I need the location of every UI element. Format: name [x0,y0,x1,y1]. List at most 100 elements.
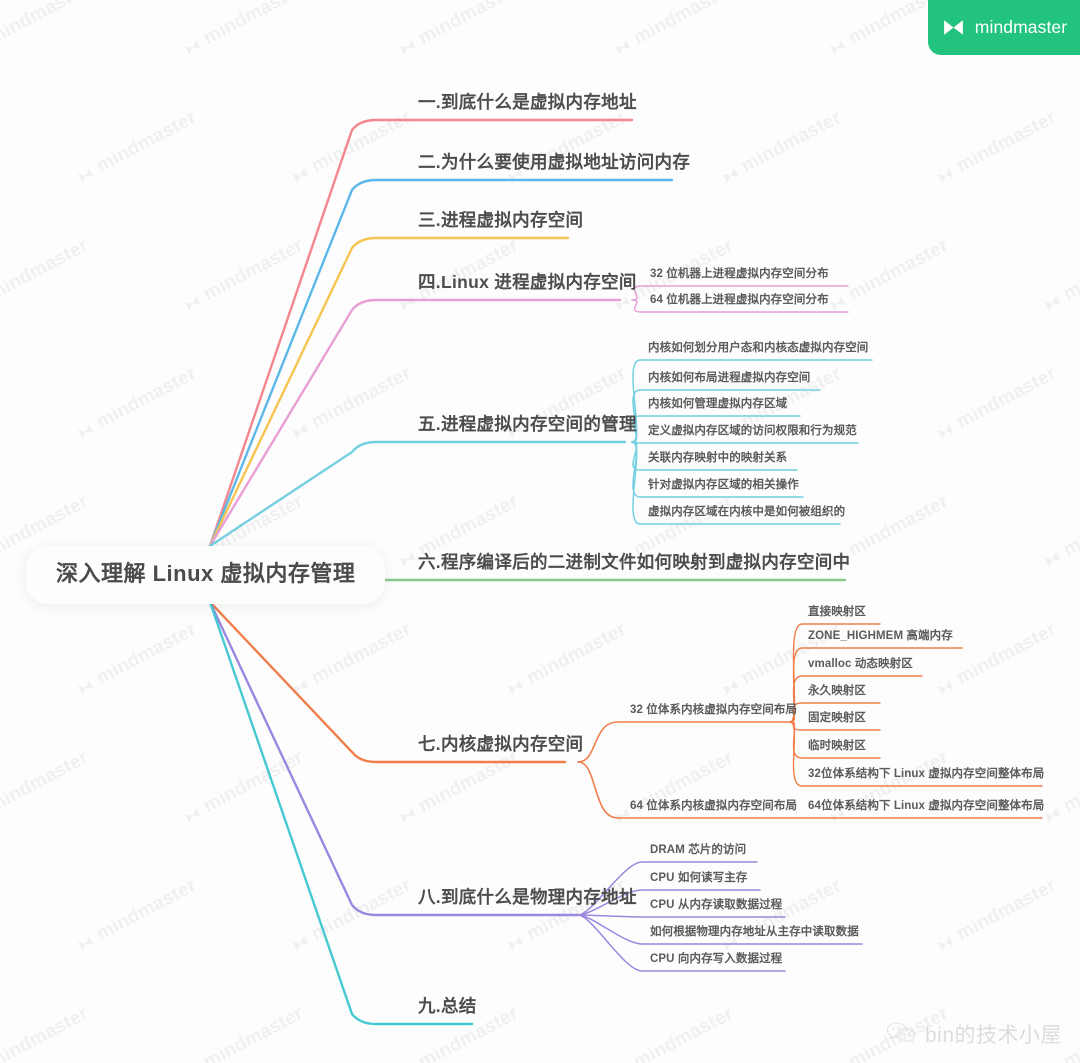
branch-node-4-label: 四.Linux 进程虚拟内存空间 [418,272,637,292]
background-watermark-tile: mindmaster [503,107,630,189]
branch-node-7-label: 七.内核虚拟内存空间 [418,734,584,754]
background-watermark-tile: mindmaster [933,107,1060,189]
background-watermark-tile: mindmaster [395,747,522,829]
background-watermark-tile: mindmaster [180,747,307,829]
background-watermark-tile: mindmaster [288,619,415,701]
leafnode-7-1-3[interactable]: vmalloc 动态映射区 [808,658,913,671]
background-watermark-tile: mindmaster [73,363,200,445]
subnode-5-3-label: 内核如何管理虚拟内存区域 [648,398,788,410]
branch-node-3-label: 三.进程虚拟内存空间 [418,210,584,230]
background-watermark-tile: mindmaster [0,1002,92,1063]
mindmaster-badge-label: mindmaster [974,17,1068,37]
subnode-5-5-label: 关联内存映射中的映射关系 [648,452,788,464]
leafnode-7-1-1[interactable]: 直接映射区 [808,606,866,619]
subnode-5-2-label: 内核如何布局进程虚拟内存空间 [648,372,811,384]
leafnode-7-1-1-label: 直接映射区 [808,606,866,618]
background-watermark-tile: mindmaster [610,0,737,61]
background-watermark-tile: mindmaster [288,107,415,189]
leafnode-7-1-6[interactable]: 临时映射区 [808,740,866,753]
subnode-5-6[interactable]: 针对虚拟内存区域的相关操作 [648,479,799,492]
subnode-5-1[interactable]: 内核如何划分用户态和内核态虚拟内存空间 [648,342,869,355]
branch-node-7[interactable]: 七.内核虚拟内存空间 [418,734,584,754]
connector-path [631,441,859,444]
leafnode-7-1-7[interactable]: 32位体系结构下 Linux 虚拟内存空间整体布局 [808,768,1045,781]
leafnode-7-1-4-label: 永久映射区 [808,685,866,697]
branch-node-5-label: 五.进程虚拟内存空间的管理 [418,414,637,434]
background-watermark-tile: mindmaster [0,746,92,818]
background-watermark-tile: mindmaster [503,619,630,701]
branch-node-3[interactable]: 三.进程虚拟内存空间 [418,210,584,230]
subnode-4-1-label: 32 位机器上进程虚拟内存空间分布 [650,268,829,280]
subnode-8-1-label: DRAM 芯片的访问 [650,844,747,856]
connector-path [577,914,786,918]
subnode-8-3[interactable]: CPU 从内存读取数据过程 [650,899,782,912]
leafnode-7-1-4[interactable]: 永久映射区 [808,685,866,698]
background-watermark-tile: mindmaster [630,1002,737,1063]
subnode-8-2[interactable]: CPU 如何读写主存 [650,872,748,885]
subnode-5-3[interactable]: 内核如何管理虚拟内存区域 [648,398,788,411]
root-node[interactable]: 深入理解 Linux 虚拟内存管理 [26,546,386,604]
leafnode-7-1-5[interactable]: 固定映射区 [808,712,866,725]
branch-node-2[interactable]: 二.为什么要使用虚拟地址访问内存 [418,153,690,172]
subnode-5-5[interactable]: 关联内存映射中的映射关系 [648,452,788,465]
branch-node-5[interactable]: 五.进程虚拟内存空间的管理 [418,414,637,434]
background-watermark-tile: mindmaster [718,875,845,957]
background-watermark-tile: mindmaster [0,0,92,50]
mindmaster-badge: mindmaster [928,0,1080,55]
background-watermark-tile: mindmaster [73,107,200,189]
background-watermark-tile: mindmaster [395,0,522,61]
connector-path [208,178,674,548]
background-watermark-tile: mindmaster [825,235,952,317]
background-watermark-tile: mindmaster [0,234,92,306]
background-watermark-tile: mindmaster [73,619,200,701]
leafnode-7-1-3-label: vmalloc 动态映射区 [808,658,913,670]
subnode-8-1[interactable]: DRAM 芯片的访问 [650,844,747,857]
subnode-5-7-label: 虚拟内存区域在内核中是如何被组织的 [648,506,846,518]
root-node-label: 深入理解 Linux 虚拟内存管理 [56,561,356,586]
author-watermark: bin的技术小屋 [886,1019,1062,1049]
branch-node-6[interactable]: 六.程序编译后的二进制文件如何映射到虚拟内存空间中 [418,553,850,572]
subnode-5-6-label: 针对虚拟内存区域的相关操作 [648,479,799,491]
connector-path [577,721,791,763]
subnode-8-5[interactable]: CPU 向内存写入数据过程 [650,953,782,966]
author-watermark-label: bin的技术小屋 [924,1024,1062,1047]
connector-path [208,600,474,1026]
background-watermark-tile: mindmaster [288,875,415,957]
connector-path [208,118,634,548]
subnode-7-1[interactable]: 32 位体系内核虚拟内存空间布局 [630,704,797,717]
background-watermark-tile: mindmaster [1040,747,1080,829]
leafnode-7-2-1-label: 64位体系结构下 Linux 虚拟内存空间整体布局 [808,800,1045,812]
background-watermark-tile: mindmaster [180,0,307,61]
subnode-7-2-label: 64 位体系内核虚拟内存空间布局 [630,800,798,812]
branch-node-1[interactable]: 一.到底什么是虚拟内存地址 [418,93,637,112]
leafnode-7-1-5-label: 固定映射区 [808,712,866,724]
subnode-5-1-label: 内核如何划分用户态和内核态虚拟内存空间 [648,342,869,354]
subnode-8-4[interactable]: 如何根据物理内存地址从主存中读取数据 [650,926,859,939]
branch-node-8[interactable]: 八.到底什么是物理内存地址 [418,887,637,907]
branch-node-9[interactable]: 九.总结 [418,997,477,1016]
subnode-8-2-label: CPU 如何读写主存 [650,872,748,884]
branch-node-4[interactable]: 四.Linux 进程虚拟内存空间 [418,272,637,292]
branch-node-8-label: 八.到底什么是物理内存地址 [418,887,637,907]
background-watermark-tile: mindmaster [1040,491,1080,573]
background-watermark-tile: mindmaster [825,747,952,829]
subnode-5-2[interactable]: 内核如何布局进程虚拟内存空间 [648,372,811,385]
subnode-5-7[interactable]: 虚拟内存区域在内核中是如何被组织的 [648,506,846,519]
subnode-5-4[interactable]: 定义虚拟内存区域的访问权限和行为规范 [648,425,857,438]
background-watermark-tile: mindmaster [718,107,845,189]
leafnode-7-1-7-label: 32位体系结构下 Linux 虚拟内存空间整体布局 [808,768,1045,780]
background-watermark-tile: mindmaster [1040,235,1080,317]
background-watermark-tile: mindmaster [288,363,415,445]
leafnode-7-1-2[interactable]: ZONE_HIGHMEM 高端内存 [808,630,953,643]
subnode-4-1[interactable]: 32 位机器上进程虚拟内存空间分布 [650,268,829,281]
subnode-7-2[interactable]: 64 位体系内核虚拟内存空间布局 [630,800,798,813]
subnode-4-2[interactable]: 64 位机器上进程虚拟内存空间分布 [650,294,829,307]
subnode-8-4-label: 如何根据物理内存地址从主存中读取数据 [650,926,859,938]
leafnode-7-1-6-label: 临时映射区 [808,740,866,752]
background-watermark-tile: mindmaster [180,235,307,317]
leafnode-7-2-1[interactable]: 64位体系结构下 Linux 虚拟内存空间整体布局 [808,800,1045,813]
connector-path [208,600,580,917]
background-watermark-tile: mindmaster [933,363,1060,445]
background-watermark-tile: mindmaster [200,1002,307,1063]
